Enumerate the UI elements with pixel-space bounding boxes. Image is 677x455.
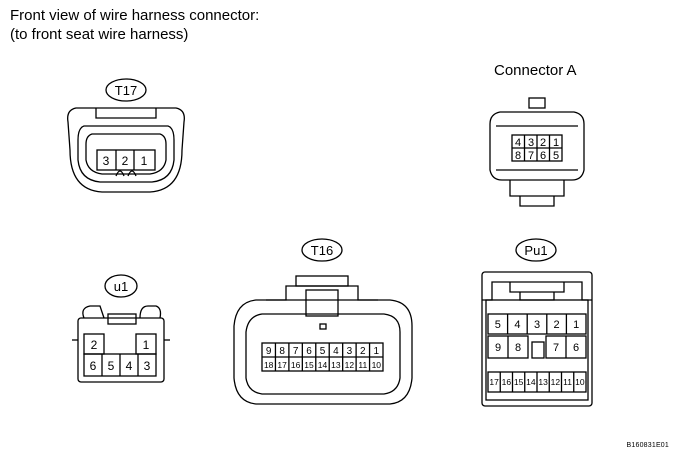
pu1-pin: 8: [515, 342, 521, 354]
pu1-pin: 17: [489, 377, 499, 387]
t17-keys: [115, 170, 137, 177]
t16-pin: 7: [293, 346, 299, 357]
connector-a-housing: [489, 111, 585, 181]
u1-pin: 3: [144, 359, 151, 373]
connector-a-label: Connector A: [494, 62, 577, 79]
pu1-pin: 13: [538, 377, 548, 387]
connector-pu1: Pu1 5 4 3 2 1 9 8 7 6 17 16: [481, 238, 593, 407]
t16-pin: 2: [360, 346, 366, 357]
connector-a-pin: 2: [540, 137, 546, 149]
t16-pin: 4: [333, 346, 339, 357]
connector-a-pin: 8: [515, 150, 521, 162]
t16-pin: 10: [372, 360, 382, 370]
t16-top-step: [266, 285, 378, 301]
t17-pin: 3: [103, 154, 110, 168]
connector-a-pin: 4: [515, 137, 521, 149]
pu1-pin: 15: [514, 377, 524, 387]
t17-housing: [67, 107, 185, 193]
t16-pin: 11: [358, 360, 367, 370]
t17-pin: 2: [122, 154, 129, 168]
pu1-pin: 3: [534, 319, 540, 331]
u1-label: u1: [114, 279, 128, 294]
t16-pin: 14: [318, 360, 328, 370]
connector-a-top-tab: [528, 97, 546, 109]
u1-pin: 5: [108, 359, 115, 373]
connector-a-inner-lines: [496, 125, 578, 171]
connector-a: 4 3 2 1 8 7 6 5: [489, 97, 585, 207]
pu1-pin: 16: [502, 377, 512, 387]
t16-key: [319, 323, 327, 330]
t16-top-tab: [295, 275, 349, 287]
t17-label-oval: [105, 78, 147, 102]
t16-inner-ring: [245, 313, 401, 395]
pu1-pin: 12: [551, 377, 561, 387]
connector-t17: T17 3 2 1: [67, 78, 185, 193]
title-line-1: Front view of wire harness connector:: [10, 7, 260, 24]
connector-a-pin: 1: [553, 137, 559, 149]
pu1-pin: 5: [495, 319, 501, 331]
t16-pin: 12: [345, 360, 355, 370]
pu1-top-step: [482, 281, 592, 301]
u1-latch: [107, 313, 137, 325]
diagram-title: Front view of wire harness connector: (t…: [10, 6, 259, 44]
u1-housing: [77, 317, 165, 383]
t17-latch: [95, 108, 157, 119]
pu1-housing: [481, 271, 593, 407]
u1-left-post: [82, 305, 105, 319]
connector-a-pin: 3: [528, 137, 534, 149]
u1-pin: 2: [91, 338, 98, 352]
t17-outer-ring: [77, 125, 175, 183]
pu1-pin: 1: [573, 319, 579, 331]
t16-pin: 16: [291, 360, 301, 370]
t16-pin: 3: [347, 346, 353, 357]
t16-label: T16: [311, 243, 333, 258]
pu1-label: Pu1: [524, 243, 547, 258]
t16-pin: 5: [320, 346, 326, 357]
t16-pin: 6: [306, 346, 312, 357]
pu1-key: [531, 341, 545, 359]
t16-pin: 8: [279, 346, 285, 357]
pu1-pin: 10: [575, 377, 585, 387]
pu1-pin: 7: [553, 342, 559, 354]
t16-pin: 15: [304, 360, 314, 370]
u1-pin: 6: [90, 359, 97, 373]
pu1-label-oval: [515, 238, 557, 262]
figure-code: B160831E01: [626, 442, 669, 449]
u1-pin: 4: [126, 359, 133, 373]
t16-pin: 17: [277, 360, 287, 370]
t16-pin: 1: [374, 346, 380, 357]
pu1-row1: [487, 313, 587, 335]
pu1-latch: [509, 282, 565, 301]
pu1-pin: 11: [563, 377, 572, 387]
connector-a-pin: 5: [553, 150, 559, 162]
t16-latch: [305, 289, 339, 317]
t17-inner-ring: [85, 133, 167, 175]
pu1-pin: 9: [495, 342, 501, 354]
connector-a-pin: 7: [528, 150, 534, 162]
connector-t16: T16 9 8 7 6 5 4 3 2 1 18 17 16 15 14 13 …: [233, 238, 413, 405]
t16-label-oval: [301, 238, 343, 262]
t17-pin: 1: [141, 154, 148, 168]
u1-label-oval: [104, 274, 138, 298]
t16-pin: 18: [264, 360, 274, 370]
pu1-pin: 2: [554, 319, 560, 331]
title-line-2: (to front seat wire harness): [10, 26, 189, 43]
pu1-pin: 6: [573, 342, 579, 354]
connector-u1: u1 2 1 6 5 4 3: [72, 274, 170, 383]
connector-a-bottom-latch: [509, 180, 565, 207]
u1-pin: 1: [143, 338, 150, 352]
connector-a-pin: 6: [540, 150, 546, 162]
t17-pin-block: [96, 149, 156, 171]
t16-pin: 9: [266, 346, 272, 357]
t16-housing: [233, 299, 413, 405]
pu1-pin: 4: [514, 319, 520, 331]
u1-right-post: [139, 305, 162, 319]
t16-pin: 13: [331, 360, 341, 370]
t17-label: T17: [115, 83, 137, 98]
pu1-pin: 14: [526, 377, 536, 387]
pu1-inner-frame: [485, 299, 589, 401]
